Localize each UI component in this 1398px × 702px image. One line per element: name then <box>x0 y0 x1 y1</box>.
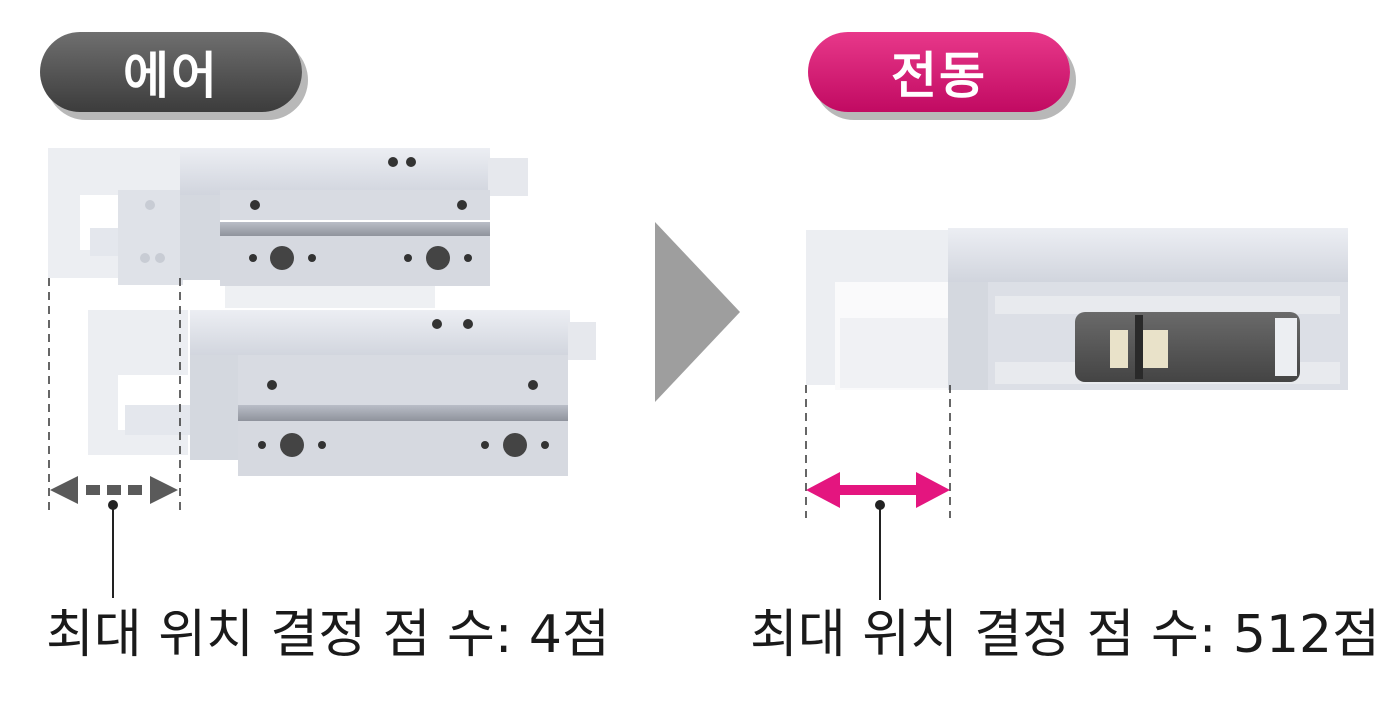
electric-badge-label: 전동 <box>891 47 987 105</box>
air-stroke-indicator <box>48 278 181 598</box>
transition-arrow-icon <box>655 222 740 402</box>
air-caption: 최대 위치 결정 점 수: 4점 <box>46 605 610 665</box>
air-arrowhead-right <box>150 476 178 504</box>
air-slide-bottom <box>88 310 596 476</box>
electric-stroke-indicator <box>806 472 950 600</box>
air-badge-label: 에어 <box>123 47 219 105</box>
air-badge: 에어 <box>40 32 302 112</box>
electric-arrowhead-left <box>806 472 840 508</box>
air-slide-top <box>48 148 528 308</box>
electric-caption: 최대 위치 결정 점 수: 512점 <box>750 605 1380 665</box>
electric-badge: 전동 <box>808 32 1070 112</box>
electric-actuator <box>805 228 1348 518</box>
electric-arrowhead-right <box>916 472 950 508</box>
air-arrowhead-left <box>50 476 78 504</box>
